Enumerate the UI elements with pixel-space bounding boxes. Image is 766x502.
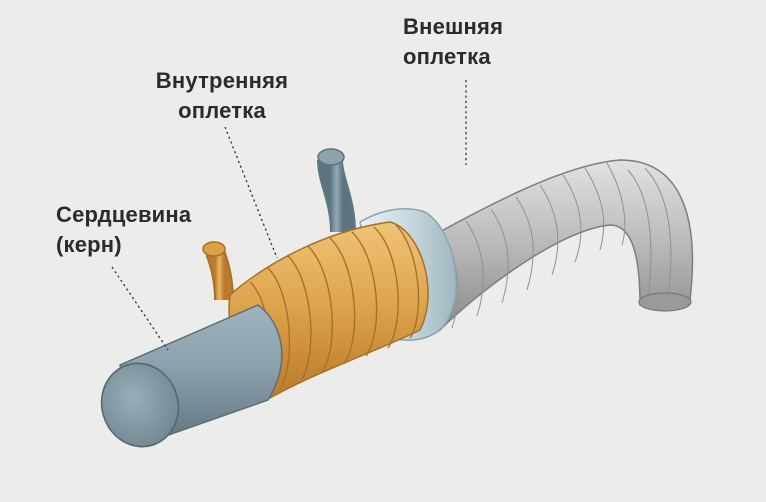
label-core-line1: Сердцевина — [56, 202, 192, 227]
core-rod — [100, 304, 283, 448]
label-inner-line2: оплетка — [178, 98, 266, 123]
inner-wire-end — [202, 241, 234, 301]
leader-inner — [224, 126, 278, 259]
outer-braid — [409, 159, 694, 332]
label-core-line2: (керн) — [56, 232, 122, 257]
outer-wire-end — [317, 148, 356, 233]
label-outer-braid: Внешняя оплетка — [403, 12, 503, 72]
label-outer-line1: Внешняя — [403, 14, 504, 39]
label-inner-braid: Внутренняя оплетка — [138, 66, 306, 126]
label-core: Сердцевина (керн) — [56, 200, 191, 260]
label-inner-line1: Внутренняя — [155, 68, 289, 93]
leader-core — [111, 266, 169, 351]
leader-lines — [111, 80, 467, 351]
label-outer-line2: оплетка — [403, 44, 491, 69]
